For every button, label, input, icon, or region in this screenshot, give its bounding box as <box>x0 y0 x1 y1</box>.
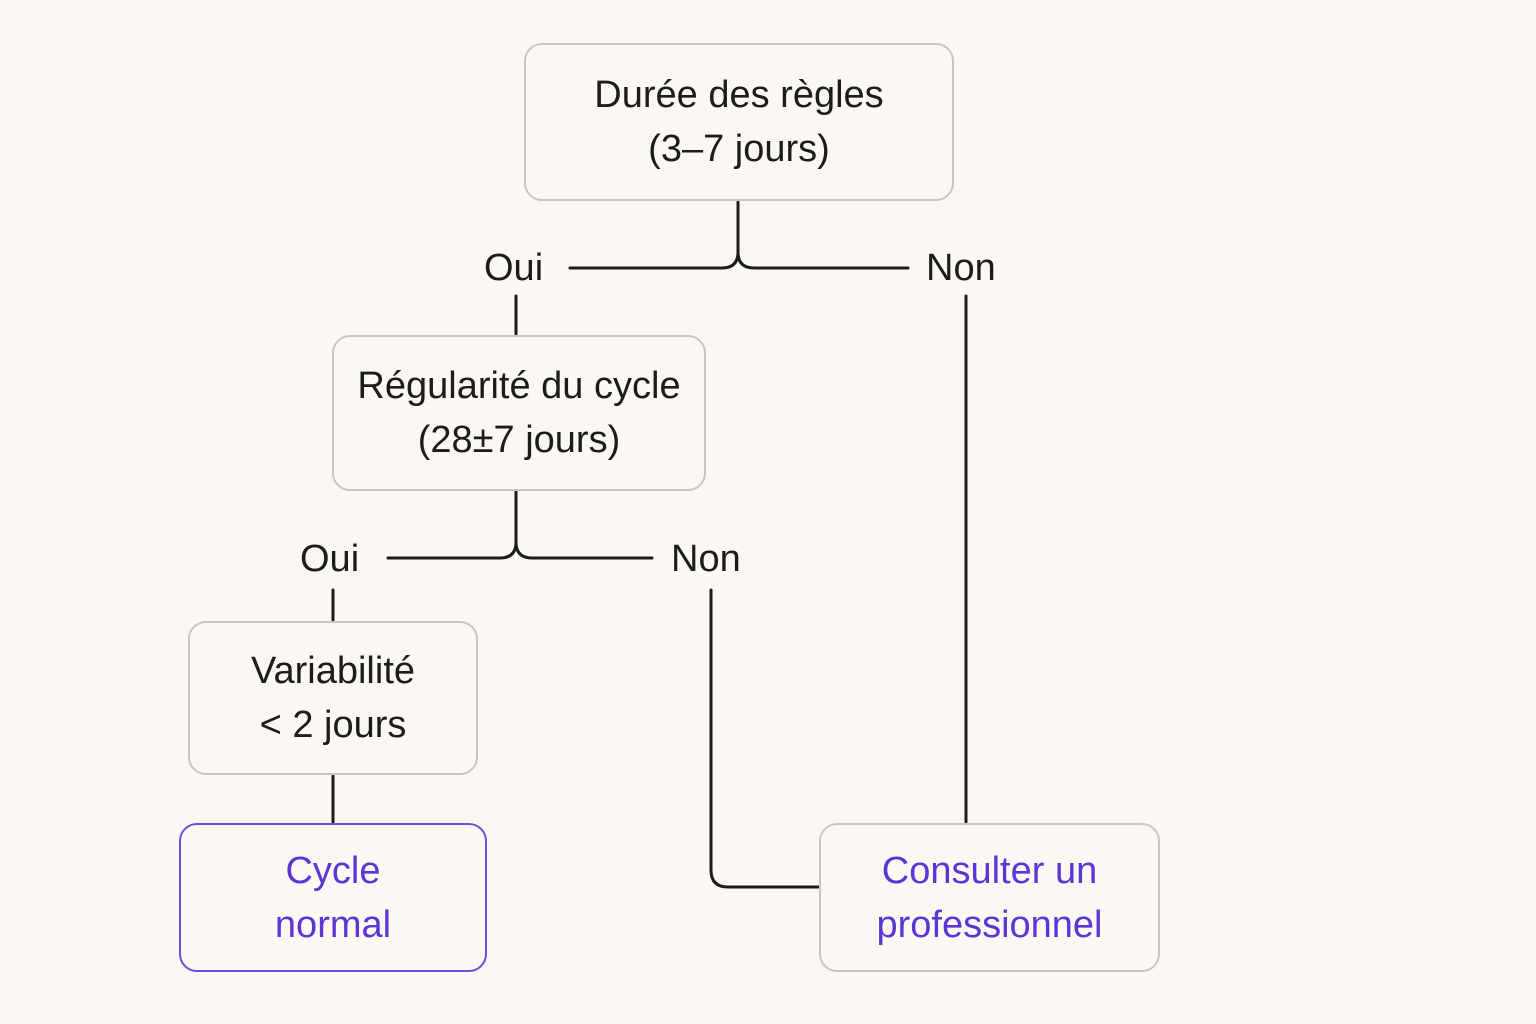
node-regularite-cycle: Régularité du cycle (28±7 jours) <box>332 335 706 491</box>
branch-label-duree-non: Non <box>926 247 996 289</box>
node-duree-regles: Durée des règles (3–7 jours) <box>524 43 954 201</box>
node-consulter-professionnel: Consulter un professionnel <box>819 823 1160 972</box>
node-variabilite-line2: < 2 jours <box>259 704 407 746</box>
connector-duree-split <box>568 200 910 270</box>
node-regularite-line1: Régularité du cycle <box>357 365 681 407</box>
node-variabilite: Variabilité < 2 jours <box>188 621 478 775</box>
node-regularite-line2: (28±7 jours) <box>417 419 621 461</box>
node-normal-line2: normal <box>274 903 392 946</box>
node-cycle-normal: Cycle normal <box>179 823 487 972</box>
connector-regularite-no <box>709 588 820 889</box>
node-duree-line2: (3–7 jours) <box>648 128 830 170</box>
node-variabilite-line1: Variabilité <box>250 650 416 692</box>
node-consulter-line2: professionnel <box>876 903 1103 946</box>
branch-label-duree-oui: Oui <box>484 247 544 289</box>
node-normal-line1: Cycle <box>285 849 381 892</box>
node-duree-line1: Durée des règles <box>594 74 884 116</box>
branch-label-regularite-oui: Oui <box>300 538 360 580</box>
connector-regularite-split <box>386 488 654 560</box>
branch-label-regularite-non: Non <box>671 538 741 580</box>
node-consulter-line1: Consulter un <box>881 849 1098 892</box>
